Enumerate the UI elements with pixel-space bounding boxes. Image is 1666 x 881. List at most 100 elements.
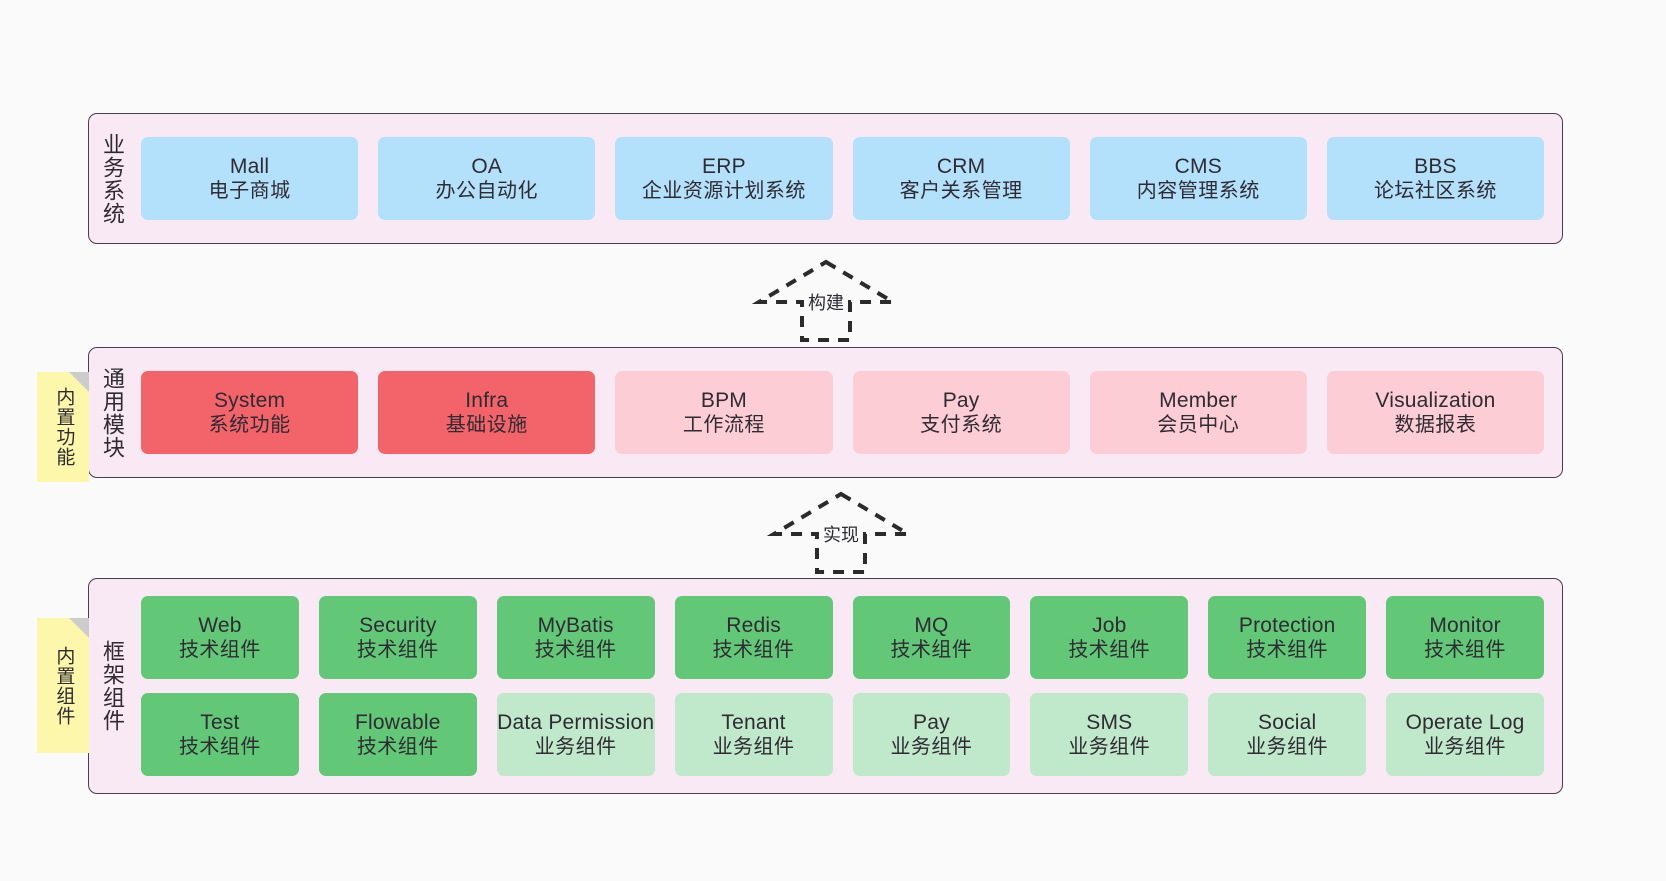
layer-title: 框架组件 [99, 640, 125, 732]
card-subtitle: 业务组件 [890, 736, 973, 759]
card-subtitle: 客户关系管理 [899, 180, 1023, 203]
folded-corner-icon [69, 372, 89, 392]
card-subtitle: 业务组件 [1068, 736, 1151, 759]
card-subtitle: 技术组件 [178, 639, 261, 662]
card-title: SMS [1086, 710, 1133, 734]
card-subtitle: 系统功能 [208, 414, 291, 437]
card-title: Pay [913, 710, 950, 734]
card-title: Security [359, 613, 437, 637]
sticky-note-label: 内置组件 [53, 645, 75, 726]
layer-title: 通用模块 [99, 366, 125, 459]
card-title: System [213, 388, 286, 412]
card-title: OA [471, 154, 503, 178]
card-title: MyBatis [537, 613, 614, 637]
layer-title: 业务系统 [99, 132, 125, 225]
sticky-note-framework-component: 内置组件 [37, 618, 89, 753]
card-title: Visualization [1375, 388, 1496, 412]
card-subtitle: 技术组件 [1246, 639, 1329, 662]
card-subtitle: 办公自动化 [435, 180, 538, 203]
card-title: Redis [726, 613, 781, 637]
card-title: Pay [942, 388, 980, 412]
card-subtitle: 电子商城 [208, 180, 291, 203]
card-title: Web [198, 613, 242, 637]
card-subtitle: 内容管理系统 [1136, 180, 1260, 203]
card-subtitle: 支付系统 [920, 414, 1003, 437]
card-title: BPM [700, 388, 747, 412]
card-subtitle: 技术组件 [1424, 639, 1507, 662]
card-title: MQ [914, 613, 949, 637]
card-subtitle: 工作流程 [682, 414, 765, 437]
card-title: Flowable [354, 710, 441, 734]
card-title: Member [1159, 388, 1238, 412]
card-subtitle: 技术组件 [356, 639, 439, 662]
connector-build: 构建 [751, 258, 901, 342]
card-subtitle: 技术组件 [890, 639, 973, 662]
card-title: BBS [1414, 154, 1457, 178]
card-title: ERP [702, 154, 746, 178]
card-title: Tenant [721, 710, 786, 734]
card-subtitle: 会员中心 [1157, 414, 1240, 437]
card-subtitle: 技术组件 [1068, 639, 1151, 662]
connector-implement: 实现 [766, 490, 916, 574]
card-subtitle: 业务组件 [1246, 736, 1329, 759]
card-subtitle: 企业资源计划系统 [641, 180, 806, 203]
sticky-note-label: 内置功能 [53, 387, 75, 467]
card-title: CMS [1174, 154, 1222, 178]
connector-label: 构建 [808, 293, 844, 313]
card-title: Job [1092, 613, 1127, 637]
card-title: Social [1257, 710, 1317, 734]
card-title: Operate Log [1405, 710, 1525, 734]
card-subtitle: 技术组件 [712, 639, 795, 662]
card-title: Infra [465, 388, 509, 412]
card-subtitle: 技术组件 [534, 639, 617, 662]
card-subtitle: 业务组件 [1424, 736, 1507, 759]
card-title: Data Permission [497, 710, 655, 734]
connector-label: 实现 [823, 525, 859, 545]
card-title: CRM [936, 154, 986, 178]
card-subtitle: 基础设施 [445, 414, 528, 437]
card-title: Mall [229, 154, 270, 178]
sticky-note-common-module: 内置功能 [37, 372, 89, 482]
card-subtitle: 数据报表 [1394, 414, 1477, 437]
card-subtitle: 技术组件 [178, 736, 261, 759]
card-title: Monitor [1429, 613, 1501, 637]
